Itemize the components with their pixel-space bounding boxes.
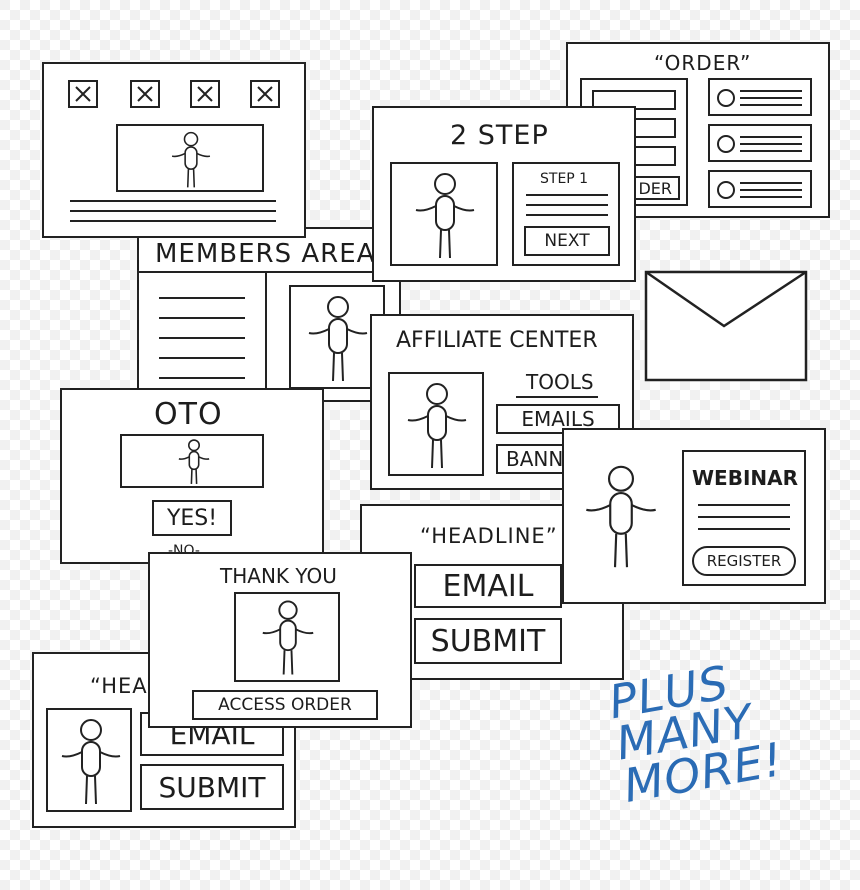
webinar-form-panel: WEBINAR REGISTER bbox=[682, 450, 806, 586]
order-title: “ORDER” bbox=[654, 51, 752, 75]
headline-title: “HEADLINE” bbox=[420, 524, 558, 548]
thank-you-card: THANK YOU ACCESS ORDER bbox=[148, 552, 412, 728]
webinar-card: WEBINAR REGISTER bbox=[562, 428, 826, 604]
access-order-button[interactable]: ACCESS ORDER bbox=[192, 690, 378, 720]
headline-email-field[interactable]: EMAIL bbox=[414, 564, 562, 608]
members-area-title: MEMBERS AREA bbox=[155, 239, 376, 269]
two-step-next-button[interactable]: NEXT bbox=[524, 226, 610, 256]
radio-icon bbox=[717, 135, 802, 153]
person-icon bbox=[61, 719, 121, 805]
person-icon bbox=[407, 383, 467, 469]
bottom-headline-title: “HEA bbox=[90, 674, 148, 698]
person-icon bbox=[178, 439, 210, 484]
two-step-card: 2 STEP STEP 1 NEXT bbox=[372, 106, 636, 282]
landing-page-card bbox=[42, 62, 306, 238]
webinar-title: WEBINAR bbox=[692, 466, 799, 490]
person-icon bbox=[262, 600, 314, 675]
affiliate-center-card: AFFILIATE CENTER TOOLS EMAILS BANN bbox=[370, 314, 634, 490]
two-step-step-label: STEP 1 bbox=[540, 171, 589, 187]
person-icon bbox=[415, 173, 475, 259]
close-icon bbox=[250, 80, 280, 108]
bottom-submit-button[interactable]: SUBMIT bbox=[140, 764, 284, 810]
oto-yes-button[interactable]: YES! bbox=[152, 500, 232, 536]
landing-video-frame bbox=[116, 124, 264, 192]
radio-icon bbox=[717, 89, 802, 107]
person-icon bbox=[308, 296, 368, 382]
members-video-frame bbox=[289, 285, 385, 389]
person-icon bbox=[586, 465, 656, 568]
thank-you-title: THANK YOU bbox=[220, 564, 337, 588]
order-option-3[interactable] bbox=[708, 170, 812, 208]
affiliate-video-frame bbox=[388, 372, 484, 476]
oto-title: OTO bbox=[154, 397, 223, 432]
bottom-video-frame bbox=[46, 708, 132, 812]
close-icon bbox=[68, 80, 98, 108]
two-step-video-frame bbox=[390, 162, 498, 266]
headline-submit-button[interactable]: SUBMIT bbox=[414, 618, 562, 664]
close-icon bbox=[130, 80, 160, 108]
close-icon bbox=[190, 80, 220, 108]
two-step-form-panel: STEP 1 NEXT bbox=[512, 162, 620, 266]
oto-card: OTO YES! -NO- bbox=[60, 388, 324, 564]
plus-many-more-tagline: PLUS MANY MORE! bbox=[605, 654, 787, 812]
affiliate-emails-button[interactable]: EMAILS bbox=[496, 404, 620, 434]
radio-icon bbox=[717, 181, 802, 199]
person-icon bbox=[171, 131, 211, 188]
order-option-2[interactable] bbox=[708, 124, 812, 162]
order-option-1[interactable] bbox=[708, 78, 812, 116]
thank-you-video-frame bbox=[234, 592, 340, 682]
webinar-register-button[interactable]: REGISTER bbox=[692, 546, 796, 576]
affiliate-title: AFFILIATE CENTER bbox=[396, 328, 598, 353]
members-area-card: MEMBERS AREA bbox=[137, 227, 401, 402]
two-step-title: 2 STEP bbox=[450, 120, 549, 151]
oto-video-frame bbox=[120, 434, 264, 488]
affiliate-tools-label: TOOLS bbox=[526, 370, 594, 394]
envelope-icon bbox=[644, 270, 808, 382]
